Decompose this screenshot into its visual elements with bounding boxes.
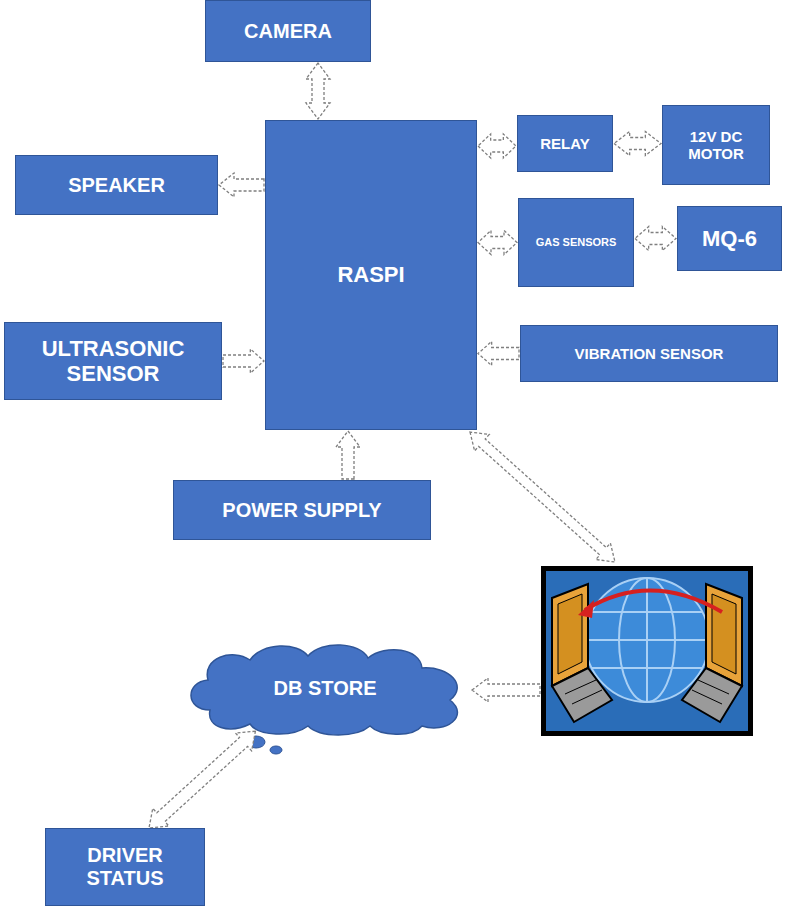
block-arrow [149,731,255,828]
block-arrow [223,349,264,373]
node-label: MQ-6 [702,226,757,251]
block-arrow [635,227,676,251]
node-label: VIBRATION SENSOR [575,345,724,362]
block-arrow [306,63,330,119]
block-arrow [614,132,661,156]
block-arrow [478,231,517,255]
sensor-box: VIBRATION SENSOR [520,325,778,382]
node-label: DB STORE [274,677,377,700]
relay-box: RELAY [517,115,613,172]
cloud-bubble [270,746,282,754]
power-box: POWER SUPPLY [173,480,431,540]
block-arrow [478,134,516,158]
block-arrow [336,431,360,479]
node-label: RASPI [337,262,404,287]
network-icon [541,566,753,736]
node-label: RELAY [540,135,589,152]
device-box: SPEAKER [15,155,218,215]
node-label: ULTRASONIC SENSOR [11,336,215,387]
sensor-box: GAS SENSORS [518,198,634,287]
node-label: SPEAKER [68,174,165,197]
network-arrow [472,678,540,702]
node-label: GAS SENSORS [536,236,617,249]
node-label: POWER SUPPLY [222,499,381,522]
block-arrow [478,342,519,366]
motor-box: 12V DC MOTOR [662,105,770,185]
controller-box: RASPI [265,120,477,430]
sensor-box: MQ-6 [677,206,782,271]
block-arrow [219,173,264,197]
status-box: DRIVER STATUS [45,828,205,906]
network-arrow [470,432,615,562]
device-box: CAMERA [205,0,371,62]
cloud-store: DB STORE [180,640,470,736]
node-label: 12V DC MOTOR [669,128,763,163]
node-label: CAMERA [244,20,332,43]
node-label: DRIVER STATUS [52,844,198,890]
sensor-box: ULTRASONIC SENSOR [4,322,222,400]
cloud-outline [191,645,457,735]
